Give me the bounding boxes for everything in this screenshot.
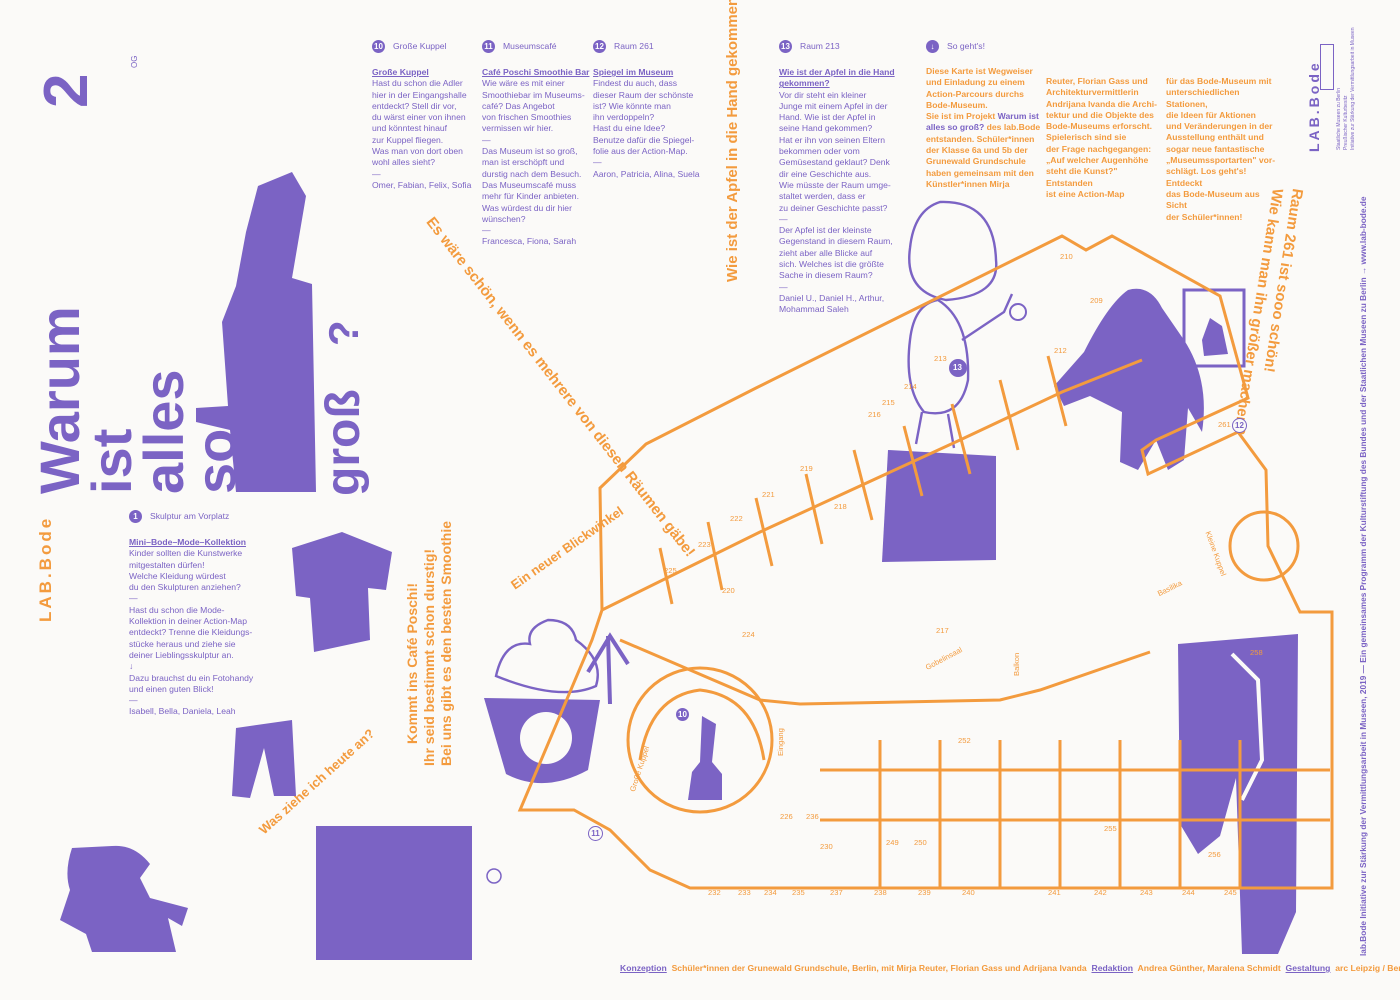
footer-redaktion-label: Redaktion bbox=[1091, 963, 1134, 973]
station-title: Café Poschi Smoothie Bar bbox=[482, 67, 590, 77]
mirror-frame bbox=[1182, 288, 1246, 368]
station-12: 12 Raum 261 Spiegel im Museum Findest du … bbox=[593, 40, 705, 180]
station-body: Kinder sollten die Kunstwerke mitgestalt… bbox=[129, 548, 254, 717]
intro-head-text: So geht's! bbox=[947, 40, 985, 51]
station-head: Raum 213 bbox=[800, 40, 840, 51]
map-marker-13[interactable]: 13 bbox=[951, 361, 964, 374]
station-11: 11 Museumscafé Café Poschi Smoothie Bar W… bbox=[482, 40, 594, 248]
station-number: 1 bbox=[129, 510, 142, 523]
station-title: Mini–Bode–Mode–Kollektion bbox=[129, 537, 246, 547]
intro-head: ↓ So geht's! bbox=[926, 40, 1126, 67]
station-title: Wie ist der Apfel in die Hand gekommen? bbox=[779, 67, 895, 89]
intro-text-c: des lab.Bode entstanden. Schüler*innen d… bbox=[926, 122, 1041, 189]
plan-small-dome bbox=[1228, 510, 1300, 582]
station-body: Hast du schon die Adler hier in der Eing… bbox=[372, 78, 472, 190]
plan-big-dome bbox=[626, 666, 774, 814]
station-number: 10 bbox=[372, 40, 385, 53]
station-head: Museumscafé bbox=[503, 40, 557, 51]
woman-silhouette bbox=[60, 845, 188, 952]
footer-credits: Konzeption Schüler*innen der Grunewald G… bbox=[620, 963, 1400, 973]
map-marker-11[interactable]: 11 bbox=[588, 826, 603, 841]
apple-icon bbox=[1009, 303, 1027, 321]
pedestal-left bbox=[316, 826, 472, 960]
intro-text-a: Diese Karte ist Wegweiser und Einladung … bbox=[926, 66, 1033, 122]
station-body: Vor dir steht ein kleiner Junge mit eine… bbox=[779, 89, 893, 315]
station-head: Skulptur am Vorplatz bbox=[150, 510, 230, 521]
map-marker-12[interactable]: 12 bbox=[1232, 418, 1247, 433]
logo-box bbox=[1320, 44, 1334, 90]
station-number: 12 bbox=[593, 40, 606, 53]
station-13: 13 Raum 213 Wie ist der Apfel in die Hand… bbox=[779, 40, 897, 316]
mirror-figure bbox=[1202, 318, 1228, 356]
shorts-shape bbox=[232, 720, 296, 798]
arrow-up-cafe bbox=[586, 632, 630, 705]
station-body: Wie wäre es mit einer Smoothiebar im Mus… bbox=[482, 78, 585, 247]
arrow-down-icon: ↓ bbox=[926, 40, 939, 53]
map-marker-10[interactable]: 10 bbox=[676, 708, 689, 721]
arrow-shape bbox=[1178, 634, 1298, 954]
station-1: 1 Skulptur am Vorplatz Mini–Bode–Mode–Kol… bbox=[129, 510, 269, 718]
footer-gestaltung-label: Gestaltung bbox=[1285, 963, 1331, 973]
kuppel-figure bbox=[688, 716, 722, 800]
plan-rooms bbox=[658, 355, 1068, 605]
plan-lower-rooms bbox=[820, 740, 1330, 888]
intro-col-2: Reuter, Florian Gass und Architekturverm… bbox=[1046, 76, 1157, 199]
cupcake-top bbox=[494, 618, 599, 694]
boy-drawing bbox=[907, 200, 1014, 449]
station-title: Große Kuppel bbox=[372, 67, 429, 77]
footer-redaktion-text: Andrea Günther, Maralena Schmidt bbox=[1137, 963, 1281, 973]
arrow-tip bbox=[1230, 652, 1265, 801]
station-body: Findest du auch, dass dieser Raum der sc… bbox=[593, 78, 700, 179]
intro-col-3: für das Bode-Museum mit unterschiedliche… bbox=[1166, 76, 1276, 222]
station-title: Spiegel im Museum bbox=[593, 67, 674, 77]
plan-outer-wall bbox=[517, 234, 1334, 890]
station-head: Große Kuppel bbox=[393, 40, 447, 51]
station-head: Raum 261 bbox=[614, 40, 654, 51]
ape-silhouette bbox=[1054, 288, 1204, 470]
station-number: 11 bbox=[482, 40, 495, 53]
station-number: 13 bbox=[779, 40, 792, 53]
intro-text-b: Warum ist alles so groß? bbox=[926, 111, 1039, 133]
footer-gestaltung-text: arc Leipzig / Berlin bbox=[1335, 963, 1400, 973]
sculpture-silhouette bbox=[196, 172, 316, 492]
map-marker-1 bbox=[486, 868, 502, 884]
tshirt-shape bbox=[292, 532, 392, 652]
plan-inner-wall bbox=[601, 358, 1151, 706]
intro-col-1: Diese Karte ist Wegweiser und Einladung … bbox=[926, 66, 1042, 190]
plan-dome-stairs bbox=[638, 688, 766, 761]
cupcake-face bbox=[520, 712, 572, 764]
pedestal-boy bbox=[882, 450, 996, 562]
footer-konzeption-label: Konzeption bbox=[620, 963, 667, 973]
footer-konzeption-text: Schüler*innen der Grunewald Grundschule,… bbox=[671, 963, 1087, 973]
